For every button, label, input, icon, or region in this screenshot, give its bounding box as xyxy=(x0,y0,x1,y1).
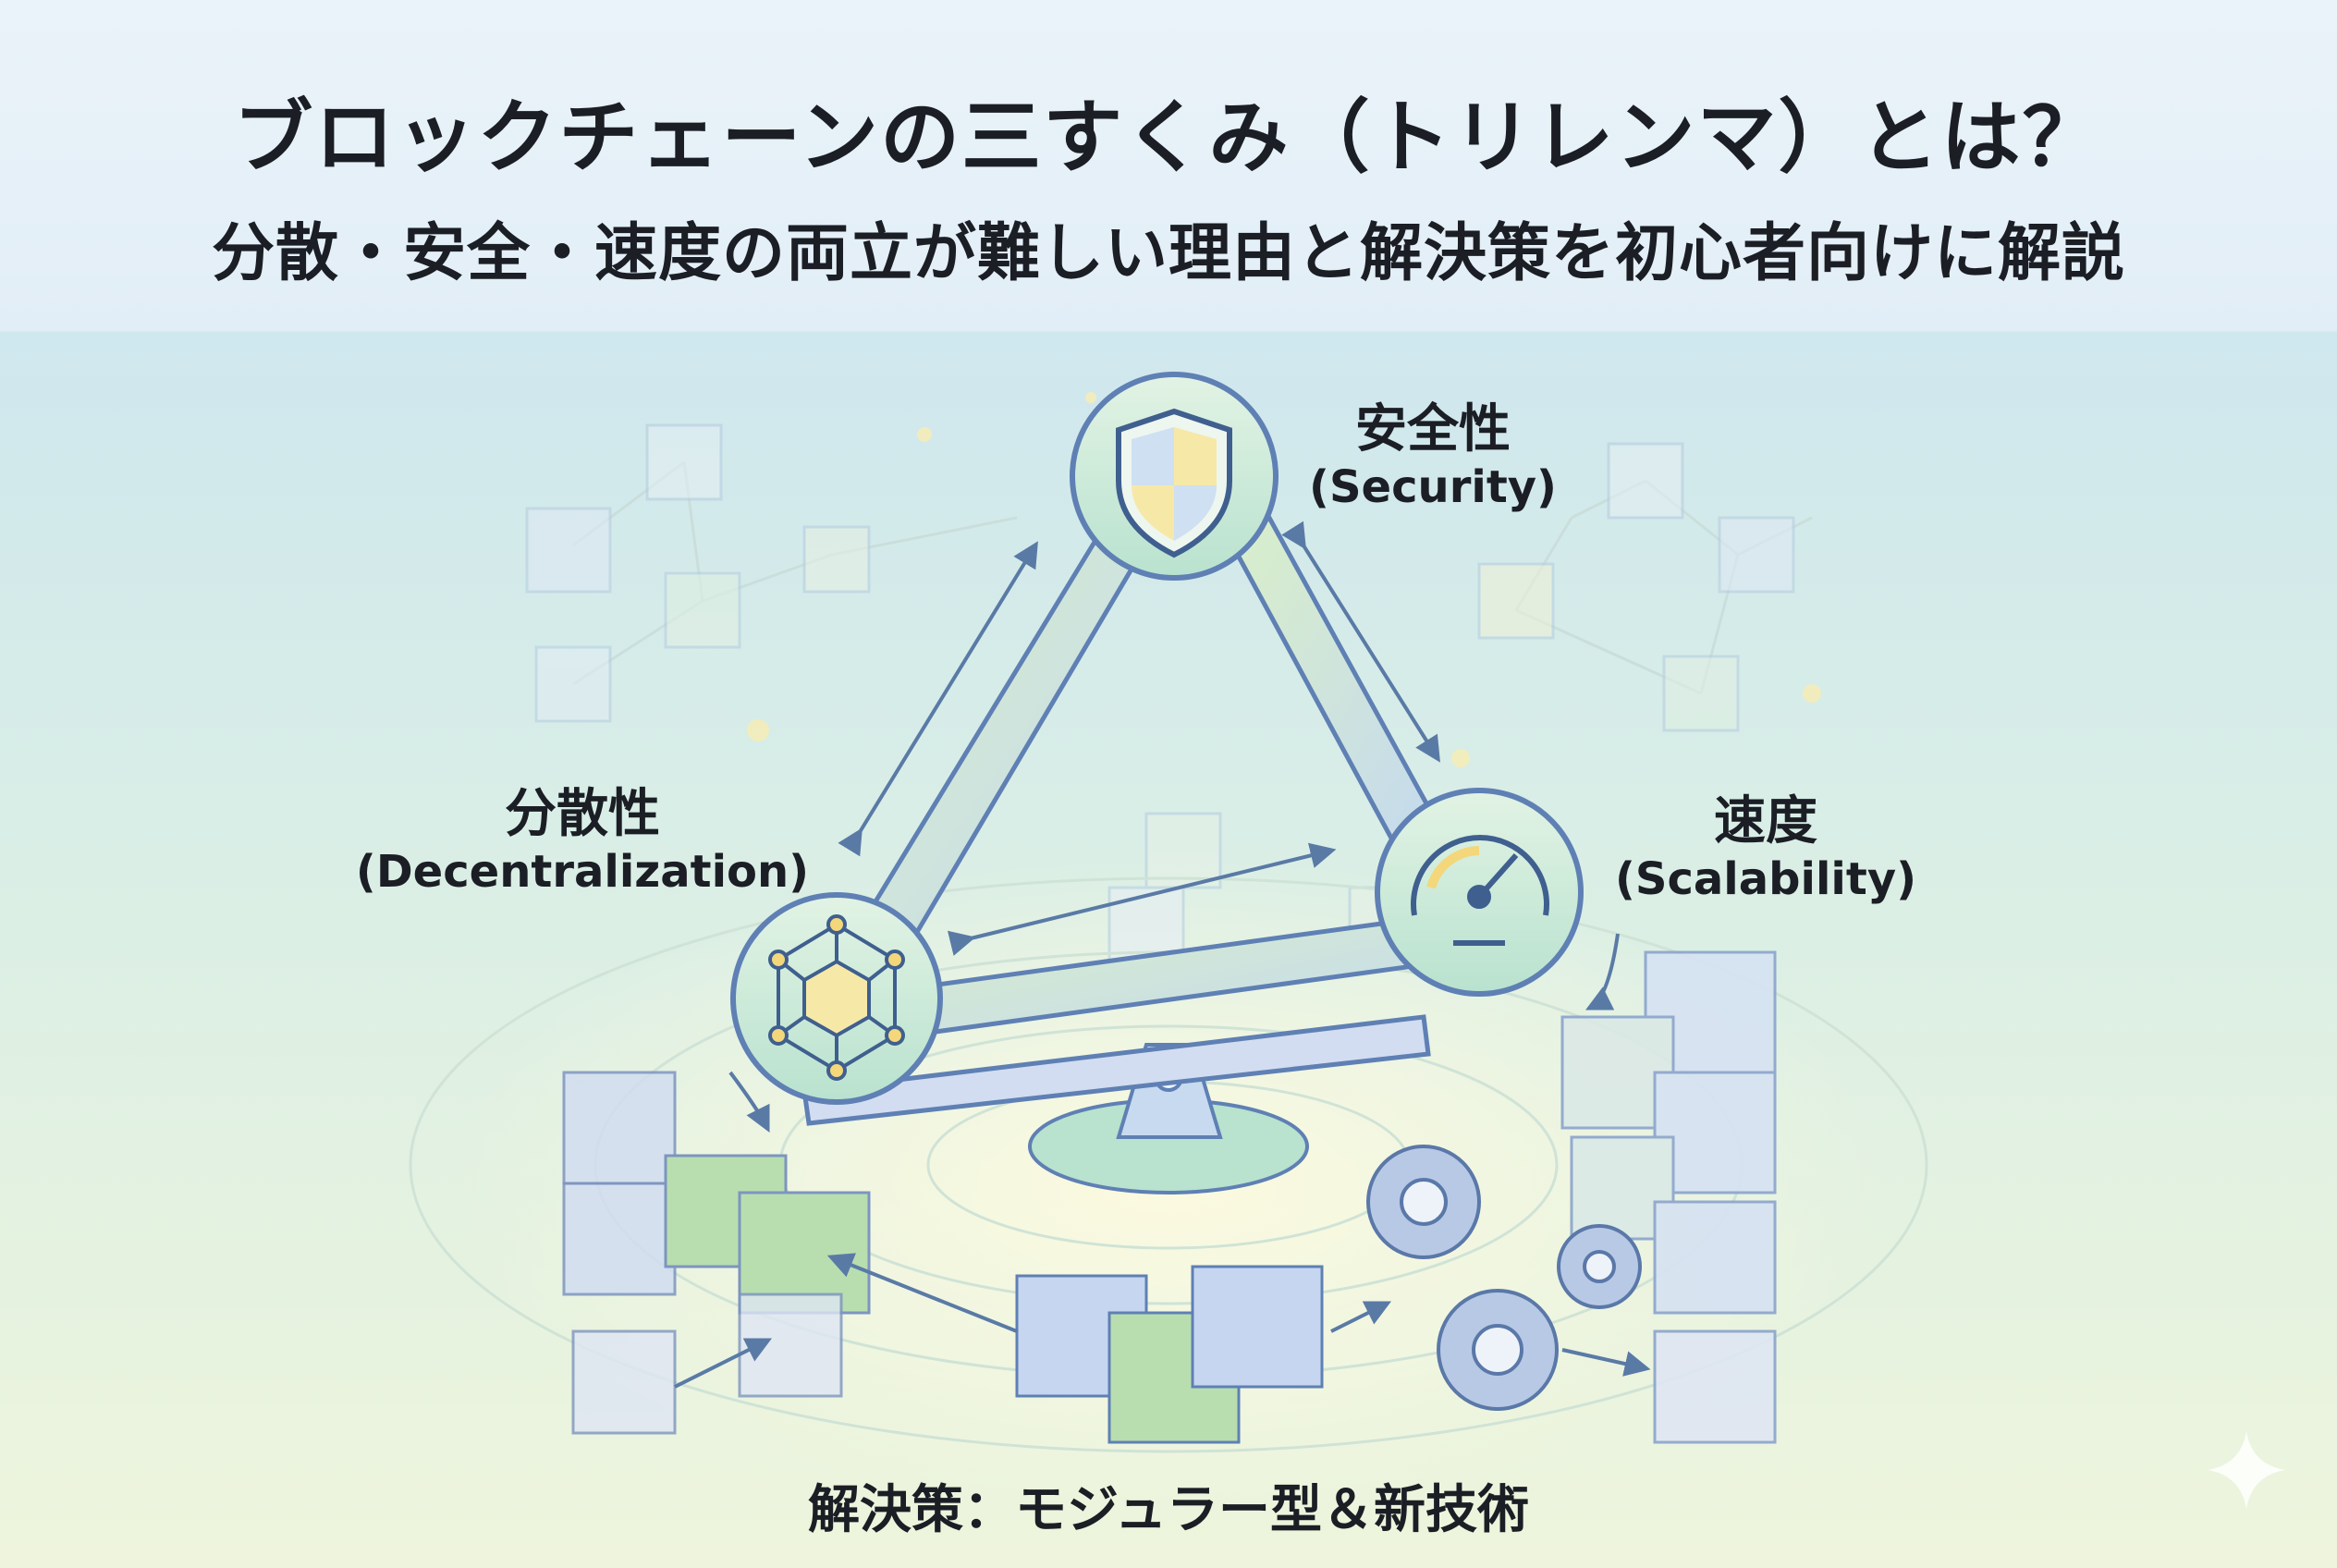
flow-arrows xyxy=(674,1253,1651,1389)
gear-icon xyxy=(1366,1145,1642,1411)
scalability-label-en: (Scalability) xyxy=(1614,853,1917,905)
decentralization-label: 分散性 (Decentralization) xyxy=(351,784,814,899)
scalability-node xyxy=(1375,788,1584,997)
decentralization-label-jp: 分散性 xyxy=(505,784,660,844)
scalability-label: 速度 (Scalability) xyxy=(1599,791,1932,906)
security-label: 安全性 (Security) xyxy=(1294,399,1572,514)
security-label-jp: 安全性 xyxy=(1355,399,1511,459)
shield-icon xyxy=(1116,408,1232,558)
page-subtitle: 分散・安全・速度の両立が難しい理由と解決策を初心者向けに解説 xyxy=(211,217,2125,290)
decentralization-node xyxy=(730,892,943,1105)
solution-caption: 解決策：モジュラー型＆新技術 xyxy=(807,1480,1530,1540)
sparkle-icon xyxy=(2208,1431,2285,1509)
header-band xyxy=(0,0,2337,331)
scalability-label-jp: 速度 xyxy=(1714,791,1817,851)
speedometer-icon xyxy=(1411,835,1549,946)
network-cube-icon xyxy=(768,914,905,1081)
security-node xyxy=(1070,372,1279,581)
tension-arrows xyxy=(728,521,1620,1133)
security-label-en: (Security) xyxy=(1309,461,1557,513)
right-block-stack xyxy=(1560,950,1777,1444)
decentralization-label-en: (Decentralization) xyxy=(355,846,810,898)
background-dots xyxy=(747,392,1821,767)
bottom-block-chain xyxy=(1015,1265,1324,1444)
page-title: ブロックチェーンの三すくみ（トリレンマ）とは？ xyxy=(233,92,2104,184)
